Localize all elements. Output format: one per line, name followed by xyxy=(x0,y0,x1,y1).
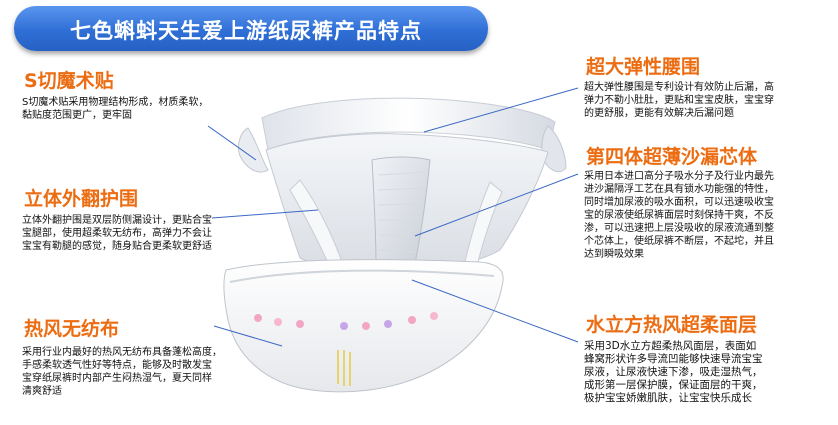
waist-line: 超大弹性腰围是专利设计有效防止后漏，高 xyxy=(584,82,774,93)
leader-core xyxy=(414,173,579,237)
s-tape-line: 黏贴度范围更广，更牢固 xyxy=(22,110,132,121)
surface-title: 水立方热风超柔面层 xyxy=(586,314,758,336)
core-line: 达到瞬吸效果 xyxy=(584,249,644,260)
core-line: 宝的尿液使纸尿裤面层时刻保持干爽，不反 xyxy=(584,210,774,221)
s-tape-line: S切魔术贴采用物理结构形成，材质柔软， xyxy=(22,97,209,108)
waist-line: 弹力不勒小肚肚，更贴和宝宝皮肤，宝宝穿 xyxy=(584,95,774,106)
hot-air-line: 清爽舒适 xyxy=(22,386,62,397)
hot-air-desc: 采用行业内最好的热风无纺布具备蓬松高度， 手感柔软透气性好等特点，能够及时散发宝… xyxy=(22,346,222,398)
wetness-indicator xyxy=(337,350,351,386)
core-line: 个芯体上，使纸尿裤不断层，不起坨，并且 xyxy=(584,236,774,247)
leader-cuff xyxy=(211,209,319,219)
hot-air-title: 热风无纺布 xyxy=(24,318,120,340)
hot-air-line: 手感柔软透气性好等特点，能够及时散发宝 xyxy=(22,360,212,371)
leader-waist xyxy=(423,87,579,133)
waist-title: 超大弹性腰围 xyxy=(586,56,701,78)
cuff-line: 宝腿部，使用超柔软无纺布，高弹力不会让 xyxy=(22,228,212,239)
leader-s-tape xyxy=(207,125,257,161)
waist-desc: 超大弹性腰围是专利设计有效防止后漏，高 弹力不勒小肚肚，更贴和宝宝皮肤，宝宝穿 … xyxy=(584,81,774,120)
surface-line: 尿液，让尿液快速下渗，吸走湿热气， xyxy=(584,366,763,378)
cuff-title: 立体外翻护围 xyxy=(24,188,139,210)
leader-lines xyxy=(207,87,579,347)
title-banner: 七色蝌蚪天生爱上游纸尿裤产品特点 xyxy=(14,6,488,51)
cuff-line: 宝宝有勒腿的感觉，随身贴合更柔软更舒适 xyxy=(22,241,212,252)
s-tape-title: S切魔术贴 xyxy=(24,70,114,92)
core-desc: 采用日本进口高分子吸水分子及行业内最先 进沙漏隔浮工艺在具有锁水功能强的特性， … xyxy=(584,170,774,261)
core-texture xyxy=(377,171,427,253)
cuff-desc: 立体外翻护围是双层防侧漏设计，更贴合宝 宝腿部，使用超柔软无纺布，高弹力不会让 … xyxy=(22,214,212,253)
front-print-dots xyxy=(254,312,438,330)
core-line: 同时增加尿液的吸水面积，可以迅速吸收宝 xyxy=(584,197,774,208)
front-waist-edge xyxy=(229,269,495,283)
side-tape-left xyxy=(237,127,269,173)
core-line: 采用日本进口高分子吸水分子及行业内最先 xyxy=(584,171,774,182)
side-tape-right xyxy=(541,125,567,173)
leader-surface xyxy=(411,279,579,343)
hot-air-line: 宝穿纸尿裤时内部产生闷热湿气，夏天同样 xyxy=(22,373,212,384)
surface-line: 采用3D水立方超柔热风面层，表面如 xyxy=(584,340,757,352)
waist-line: 的更舒服，更能有效解决后漏问题 xyxy=(584,108,734,119)
surface-line: 极护宝宝娇嫩肌肤，让宝宝快乐成长 xyxy=(584,392,752,404)
hot-air-line: 采用行业内最好的热风无纺布具备蓬松高度， xyxy=(22,347,222,358)
core-line: 进沙漏隔浮工艺在具有锁水功能强的特性， xyxy=(584,184,774,195)
core-title: 第四体超薄沙漏芯体 xyxy=(586,146,758,168)
cuff-line: 立体外翻护围是双层防侧漏设计，更贴合宝 xyxy=(22,215,212,226)
surface-line: 成形第一层保护膜，保证面层的干爽， xyxy=(584,379,763,391)
s-tape-desc: S切魔术贴采用物理结构形成，材质柔软， 黏贴度范围更广，更牢固 xyxy=(22,96,208,122)
surface-line: 蜂窝形状许多导流凹能够快速导流宝宝 xyxy=(584,353,763,365)
core-line: 渗，可以迅速把上层没吸收的尿液流通到整 xyxy=(584,223,774,234)
banner-title: 七色蝌蚪天生爱上游纸尿裤产品特点 xyxy=(70,19,422,43)
leader-hot-air xyxy=(213,325,283,347)
surface-desc: 采用3D水立方超柔热风面层，表面如 蜂窝形状许多导流凹能够快速导流宝宝 尿液，让… xyxy=(584,340,763,405)
